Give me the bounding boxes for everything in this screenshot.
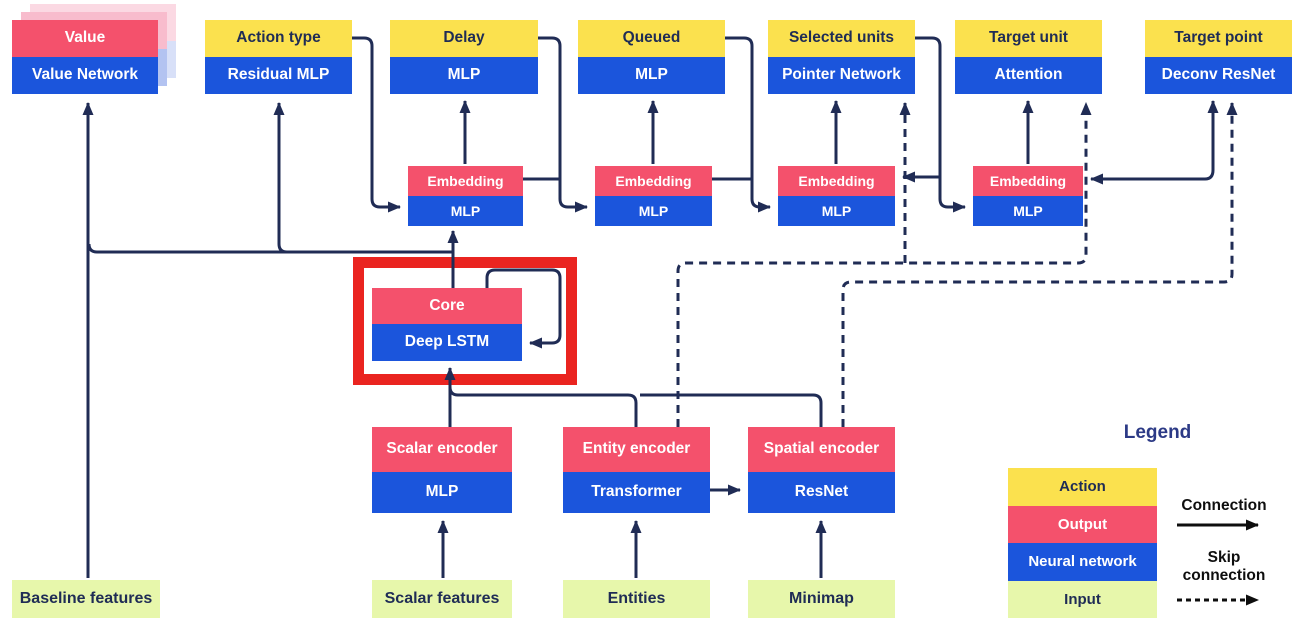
core-block: Core Deep LSTM (372, 288, 522, 361)
embedding4-deconv-riser-left (1090, 169, 1215, 185)
embedding-4-network: MLP (973, 196, 1083, 226)
head-selected-units-action: Selected units (768, 20, 915, 57)
input-baseline-features: Baseline features (12, 580, 160, 618)
encoder-entity: Entity encoder Transformer (563, 427, 710, 513)
encoder-entity-output: Entity encoder (563, 427, 710, 472)
encoder-entity-network: Transformer (563, 472, 710, 513)
head-target-unit-network: Attention (955, 57, 1102, 94)
head-selected-units: Selected units Pointer Network (768, 20, 915, 94)
core-output-branch-left (87, 243, 453, 254)
skip-connections (676, 102, 1238, 427)
core-to-residual-mlp-connection (273, 102, 300, 254)
embedding-block-3: Embedding MLP (778, 166, 895, 226)
legend-output: Output (1008, 506, 1157, 543)
legend-neural-network: Neural network (1008, 543, 1157, 581)
embedding-4-output: Embedding (973, 166, 1083, 196)
head-target-unit: Target unit Attention (955, 20, 1102, 94)
head-action-type-network: Residual MLP (205, 57, 352, 94)
encoder-scalar-network: MLP (372, 472, 512, 513)
head-action-type: Action type Residual MLP (205, 20, 352, 94)
selected-units-to-mlp4-connection (915, 36, 966, 213)
encoder-spatial-network: ResNet (748, 472, 895, 513)
embedding-block-2: Embedding MLP (595, 166, 712, 226)
legend-title: Legend (1123, 422, 1192, 443)
embedding-3-output: Embedding (778, 166, 895, 196)
input-scalar-features: Scalar features (372, 580, 512, 618)
head-target-point: Target point Deconv ResNet (1145, 20, 1292, 94)
legend-connection-label: Connection (1181, 497, 1267, 514)
core-network-label: Deep LSTM (372, 324, 522, 361)
solid-connections (82, 36, 1219, 578)
head-queued-network: MLP (578, 57, 725, 94)
input-minimap: Minimap (748, 580, 895, 618)
spatial-skip-to-deconv-resnet (841, 102, 1238, 427)
value-output-label: Value (12, 20, 158, 57)
head-action-type-action: Action type (205, 20, 352, 57)
legend-skip-connection-label: Skip connection (1182, 549, 1266, 584)
embedding-2-output: Embedding (595, 166, 712, 196)
legend-input: Input (1008, 581, 1157, 618)
input-entities: Entities (563, 580, 710, 618)
head-delay: Delay MLP (390, 20, 538, 94)
embedding-3-network: MLP (778, 196, 895, 226)
spatial-encoder-merge (640, 393, 823, 427)
head-queued: Queued MLP (578, 20, 725, 94)
action-type-to-mlp1-connection (352, 36, 401, 213)
legend-arrows (1177, 519, 1259, 606)
entity-encoder-merge (448, 386, 638, 427)
core-output-label: Core (372, 288, 522, 324)
head-target-unit-action: Target unit (955, 20, 1102, 57)
encoder-scalar: Scalar encoder MLP (372, 427, 512, 513)
embedding-1-output: Embedding (408, 166, 523, 196)
head-target-point-network: Deconv ResNet (1145, 57, 1292, 94)
head-delay-action: Delay (390, 20, 538, 57)
embedding-2-network: MLP (595, 196, 712, 226)
encoder-spatial-output: Spatial encoder (748, 427, 895, 472)
value-head-block: Value Value Network (12, 20, 158, 94)
head-target-point-action: Target point (1145, 20, 1292, 57)
embedding-1-network: MLP (408, 196, 523, 226)
red-highlight-box (353, 257, 577, 385)
value-network-label: Value Network (12, 57, 158, 94)
embedding-block-1: Embedding MLP (408, 166, 523, 226)
encoder-scalar-output: Scalar encoder (372, 427, 512, 472)
head-delay-network: MLP (390, 57, 538, 94)
encoder-spatial: Spatial encoder ResNet (748, 427, 895, 513)
legend-action: Action (1008, 468, 1157, 506)
head-selected-units-network: Pointer Network (768, 57, 915, 94)
core-recurrent-loop (485, 268, 562, 349)
embedding-block-4: Embedding MLP (973, 166, 1083, 226)
queued-to-mlp3-connection (725, 36, 771, 213)
delay-to-mlp2-connection (538, 36, 588, 213)
head-queued-action: Queued (578, 20, 725, 57)
entity-skip-to-attention (676, 102, 1092, 427)
